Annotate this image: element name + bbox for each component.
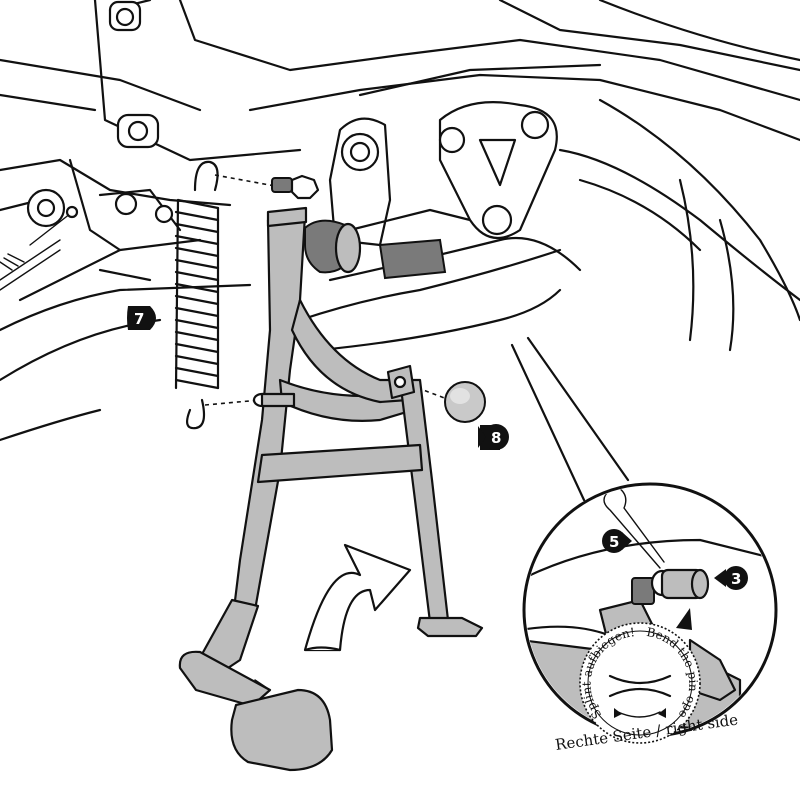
detail-zoom-connector bbox=[510, 336, 630, 502]
tension-spring bbox=[174, 160, 220, 430]
rubber-cap bbox=[444, 381, 486, 423]
callout-number-5: 5 bbox=[609, 533, 619, 551]
callout-8: 8 bbox=[478, 424, 509, 450]
callout-number-7: 7 bbox=[134, 310, 144, 328]
spring-bolt bbox=[271, 174, 320, 200]
center-stand bbox=[178, 206, 484, 772]
pin-bend-icon bbox=[608, 674, 672, 718]
callout-3: 3 bbox=[714, 566, 748, 590]
rotation-arrow-icon bbox=[303, 543, 412, 652]
callout-number-8: 8 bbox=[491, 429, 501, 447]
callout-number-3: 3 bbox=[731, 570, 741, 588]
callout-7: 7 bbox=[127, 306, 156, 330]
callout-5: 5 bbox=[602, 529, 632, 553]
